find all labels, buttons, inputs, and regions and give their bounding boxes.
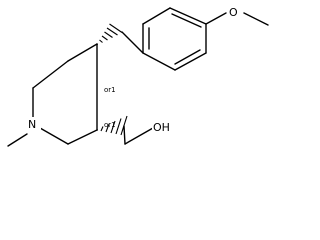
stereo-label-c3: or1 — [104, 121, 116, 129]
bond-o-methyl — [243, 12, 269, 26]
bond-aryl-ipso — [121, 31, 144, 54]
atom-n: N — [28, 118, 36, 131]
bond-c2-c3 — [67, 129, 98, 145]
bond-n-methyl — [7, 133, 28, 147]
hashed-bond-c4-aryl — [96, 23, 123, 46]
stereo-label-c4: or1 — [104, 86, 116, 94]
bond-c5-c6 — [32, 60, 69, 89]
bond-c4-c5 — [67, 43, 98, 62]
bond-aryl-o — [205, 12, 227, 25]
bond-c3-ch2-tail — [123, 125, 126, 145]
piperidine-ring — [32, 43, 98, 145]
benzene-ring — [142, 7, 207, 71]
bond-ch2-o — [124, 127, 154, 145]
bond-n-c2 — [39, 127, 69, 145]
atom-oh: OH — [153, 121, 170, 134]
molecule-structure: N OH O or1 or1 — [7, 5, 269, 147]
atom-o-methoxy: O — [229, 6, 238, 19]
